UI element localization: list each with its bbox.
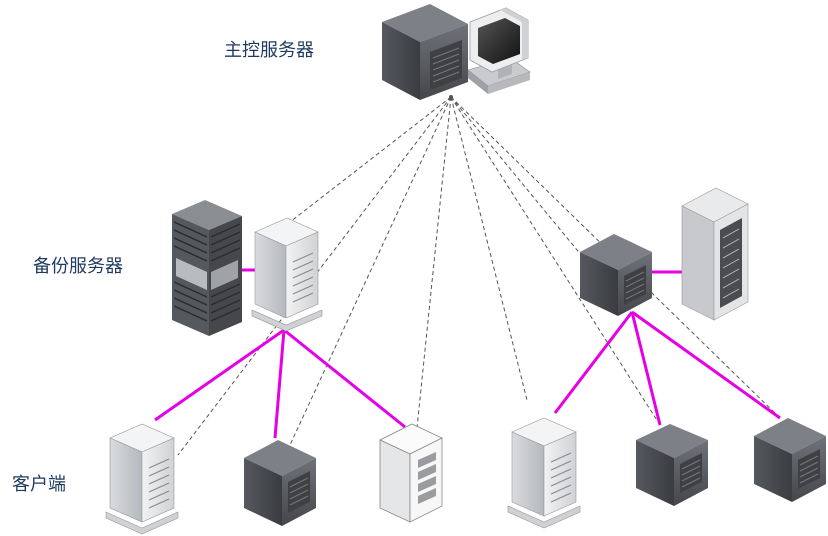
link-backup-client-3 [283, 328, 406, 429]
dash-link-client-2 [289, 96, 452, 446]
monitor-icon [467, 7, 531, 94]
link-backupright-client-6 [631, 310, 781, 420]
client-tower-4-icon [507, 417, 581, 529]
client-white-3-icon [379, 423, 443, 523]
dash-link-client-3 [416, 96, 452, 429]
client-tower-1-icon [105, 423, 179, 535]
storage-array-icon [172, 200, 242, 336]
dash-link-backup-right [450, 96, 583, 257]
dash-link-backup-left [289, 96, 452, 223]
client-dark-5-icon [636, 424, 708, 506]
client-label: 客户端 [12, 474, 66, 495]
client-dark-6-icon [754, 418, 826, 502]
link-backup-client-2 [273, 329, 286, 439]
backup-tower-left-icon [251, 217, 323, 332]
backup-dark-server-right-icon [580, 234, 652, 316]
hub-point [449, 95, 453, 99]
link-backup-client-1 [154, 328, 285, 422]
client-dark-2-icon [244, 440, 316, 526]
backup-server-label: 备份服务器 [33, 256, 123, 277]
rack-cabinet-icon [681, 187, 749, 321]
solid-links [154, 268, 781, 439]
link-backupright-client-4 [553, 311, 634, 414]
dash-link-client-4 [450, 96, 528, 401]
dash-link-client-5 [450, 96, 661, 426]
link-backupright-client-5 [630, 311, 662, 426]
main-server-tower-icon [382, 4, 468, 100]
main-server-label: 主控服务器 [224, 40, 314, 61]
